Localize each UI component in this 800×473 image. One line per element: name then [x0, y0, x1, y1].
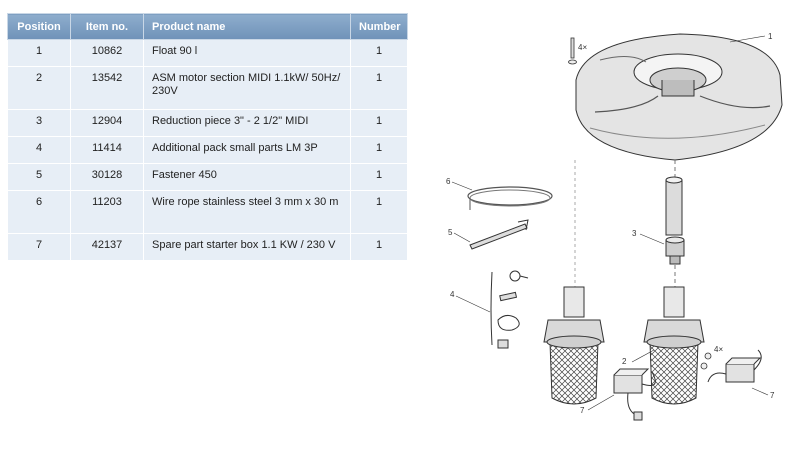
label-6: 6: [446, 177, 451, 186]
label-3: 3: [632, 229, 637, 238]
cell-item-no: 12904: [70, 109, 144, 137]
label-7-left: 7: [580, 406, 585, 415]
header-position: Position: [7, 13, 71, 40]
cell-item-no: 11203: [70, 190, 144, 234]
table-row: 7 42137 Spare part starter box 1.1 KW / …: [7, 233, 408, 261]
motor-section-right: [643, 286, 705, 405]
table-row: 1 10862 Float 90 l 1: [7, 39, 408, 67]
cell-position: 1: [7, 39, 71, 67]
label-7-right: 7: [770, 391, 775, 400]
cell-product-name: Reduction piece 3" - 2 1/2" MIDI: [143, 109, 351, 137]
cell-number: 1: [350, 39, 408, 67]
cell-product-name: Float 90 l: [143, 39, 351, 67]
cell-number: 1: [350, 109, 408, 137]
cell-product-name: Fastener 450: [143, 163, 351, 191]
label-5: 5: [448, 228, 453, 237]
small-parts-pack: [490, 270, 529, 349]
header-number: Number: [350, 13, 408, 40]
starter-box-right: [707, 349, 762, 383]
washer-qty-label: 4×: [714, 345, 723, 354]
parts-table: Position Item no. Product name Number 1 …: [7, 13, 408, 261]
cell-position: 7: [7, 233, 71, 261]
table-row: 6 11203 Wire rope stainless steel 3 mm x…: [7, 190, 408, 234]
screw-qty-label: 4×: [578, 43, 587, 52]
cell-product-name: Wire rope stainless steel 3 mm x 30 m: [143, 190, 351, 234]
label-2: 2: [622, 357, 627, 366]
cell-product-name: ASM motor section MIDI 1.1kW/ 50Hz/ 230V: [143, 66, 351, 110]
starter-box-left: [613, 368, 656, 421]
washer-part: [700, 352, 712, 370]
cell-item-no: 42137: [70, 233, 144, 261]
cell-position: 2: [7, 66, 71, 110]
cell-position: 5: [7, 163, 71, 191]
cell-position: 6: [7, 190, 71, 234]
cell-item-no: 11414: [70, 136, 144, 164]
cell-item-no: 30128: [70, 163, 144, 191]
cell-number: 1: [350, 136, 408, 164]
fastener-part: [469, 219, 529, 250]
cell-number: 1: [350, 190, 408, 234]
wire-rope-part: [467, 186, 553, 210]
header-product-name: Product name: [143, 13, 351, 40]
cell-item-no: 10862: [70, 39, 144, 67]
cell-number: 1: [350, 233, 408, 261]
exploded-parts-diagram: 4× 1 3 6 5 4: [446, 32, 783, 421]
cell-position: 4: [7, 136, 71, 164]
reduction-piece-part: [665, 236, 685, 265]
table-header-row: Position Item no. Product name Number: [7, 13, 408, 40]
table-row: 4 11414 Additional pack small parts LM 3…: [7, 136, 408, 164]
cell-number: 1: [350, 66, 408, 110]
cell-product-name: Additional pack small parts LM 3P: [143, 136, 351, 164]
table-row: 5 30128 Fastener 450 1: [7, 163, 408, 191]
cell-position: 3: [7, 109, 71, 137]
screw-part: [568, 37, 577, 65]
motor-section-left: [543, 286, 605, 405]
cell-number: 1: [350, 163, 408, 191]
header-item-no: Item no.: [70, 13, 144, 40]
float-part: [575, 33, 783, 161]
label-4: 4: [450, 290, 455, 299]
table-row: 3 12904 Reduction piece 3" - 2 1/2" MIDI…: [7, 109, 408, 137]
cell-item-no: 13542: [70, 66, 144, 110]
label-1: 1: [768, 32, 773, 41]
cell-product-name: Spare part starter box 1.1 KW / 230 V: [143, 233, 351, 261]
table-row: 2 13542 ASM motor section MIDI 1.1kW/ 50…: [7, 66, 408, 110]
